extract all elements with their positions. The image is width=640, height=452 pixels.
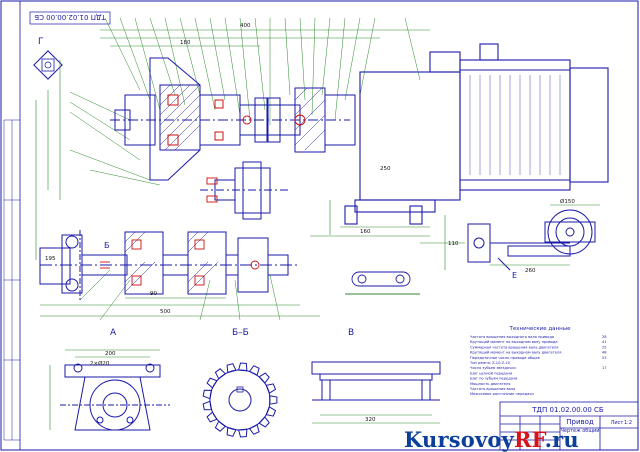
tech-req-line: Шаг цепной передачи	[470, 371, 513, 375]
sprocket-tooth	[258, 372, 270, 384]
sprocket-tooth	[237, 428, 248, 438]
view-v-base	[311, 361, 441, 401]
dimension-lines-bottom	[40, 297, 320, 317]
dim-text-10: 2×Ø20	[90, 360, 110, 367]
title-block	[499, 401, 639, 451]
tech-req-line: Тип ремня: Z-10-Z-10	[469, 361, 511, 365]
view-v-dimensions	[312, 414, 440, 424]
dim-text-1: 400	[240, 23, 251, 29]
tech-req-line: Крутящий момент на выходном валу двигате…	[470, 351, 561, 355]
section-label-bb: Б–Б	[232, 328, 249, 338]
sprocket-tooth	[202, 400, 213, 411]
sprocket-tooth	[265, 406, 277, 417]
tech-req-line: Число зубьев звездочки	[470, 366, 516, 370]
sprocket-tooth	[258, 416, 270, 428]
tech-req-value: 25	[602, 345, 607, 349]
sprocket-tooth	[214, 420, 227, 432]
title-block-doc-code: ТДП 01.02.00.00 СБ	[531, 406, 604, 414]
view-a-flange	[60, 363, 170, 431]
lower-shaft-hatching	[124, 231, 219, 293]
gearbox-housing	[110, 57, 356, 181]
section-bb-sprocket	[202, 362, 278, 438]
dim-text-2: 180	[180, 40, 191, 46]
tech-req-value: 17	[602, 366, 607, 370]
view-g-detail	[33, 50, 63, 80]
sprocket-tooth	[206, 377, 218, 389]
dim-text-4: 160	[360, 229, 371, 235]
sprocket-tooth	[206, 411, 218, 423]
dim-text-13: 195	[45, 256, 56, 262]
technical-requirements: Технические данные Частота вращения выхо…	[469, 326, 607, 396]
lower-shaft-assembly	[39, 230, 300, 302]
middle-sprocket-assembly	[200, 161, 290, 220]
motor-fins	[469, 75, 561, 175]
sprocket-tooth	[202, 389, 213, 400]
dimension-lines-top	[35, 29, 430, 260]
tech-req-line: Шаг по зубьям передачи	[470, 377, 518, 381]
sprocket-tooth	[226, 363, 237, 374]
view-label-a: А	[110, 328, 117, 338]
tensioner-dimensions	[420, 204, 600, 270]
title-block-name-line1: Привод	[566, 418, 594, 426]
leader-lines	[69, 17, 421, 321]
view-label-v: В	[348, 328, 354, 338]
dim-text-11: Ø150	[560, 198, 575, 205]
dim-text-9: 320	[365, 417, 376, 423]
tensioner-assembly	[467, 209, 596, 271]
tech-req-value: 53	[602, 356, 607, 360]
tech-req-line: Крутящий момент на выходном валу привода	[470, 340, 558, 344]
view-a-dimensions	[49, 349, 160, 430]
rotated-doc-code: ТДП 01.02.00.00 СБ	[34, 13, 107, 21]
middle-sprocket-red	[206, 177, 218, 203]
tech-req-value: 28	[602, 335, 607, 339]
title-block-sheet-label: Лист	[611, 420, 624, 426]
lower-shaft-red	[100, 239, 260, 286]
view-label-g: Г	[38, 37, 44, 47]
sprocket-tooth	[269, 395, 278, 405]
title-block-scale: 1:2	[624, 420, 632, 426]
title-block-name-line2: Чертёж общий	[560, 427, 599, 434]
watermark-text: KursovoyRF.ru	[404, 427, 579, 452]
tech-req-line: Межосевое расстояние передачи	[470, 392, 534, 396]
tech-req-line: Передаточное число привода общее	[470, 356, 541, 360]
electric-motor	[344, 43, 609, 225]
dim-text-7: 110	[448, 241, 459, 247]
tech-req-line: Суммарная частота вращения вала двигател…	[470, 345, 558, 349]
dim-text-6: 90	[150, 291, 157, 297]
tech-req-line: Частота вращения вала	[470, 387, 515, 391]
tech-req-value: 41	[602, 340, 607, 344]
watermark-logo: KursovoyRF.ru	[404, 427, 640, 452]
watermark-part3: .ru	[544, 427, 579, 452]
dim-text-5: 500	[160, 309, 171, 315]
dim-text-8: 200	[105, 351, 116, 357]
sprocket-tooth	[248, 423, 260, 435]
view-label-b: Б	[104, 241, 110, 250]
tech-req-line: Частота вращения выходного вала привода	[470, 335, 554, 339]
view-label-e: Е	[512, 271, 517, 280]
dim-text-12: 260	[525, 268, 536, 274]
tech-req-title: Технические данные	[509, 326, 572, 332]
sprocket-tooth	[265, 383, 277, 394]
chain-link-detail	[345, 271, 420, 295]
tech-req-line: Мощность двигателя	[470, 382, 510, 386]
rotated-doc-code-box: ТДП 01.02.00.00 СБ	[29, 11, 111, 25]
sprocket-tooth	[237, 362, 248, 372]
sprocket-tooth	[248, 365, 260, 377]
gearbox-red-marks	[167, 94, 306, 146]
sprocket-tooth	[226, 426, 237, 437]
sprocket-tooth	[214, 368, 227, 380]
dim-text-3: 250	[380, 166, 391, 172]
tech-req-value: 48	[602, 351, 607, 355]
watermark-part2: RF	[513, 427, 545, 452]
watermark-part1: Kursovoy	[404, 427, 514, 452]
